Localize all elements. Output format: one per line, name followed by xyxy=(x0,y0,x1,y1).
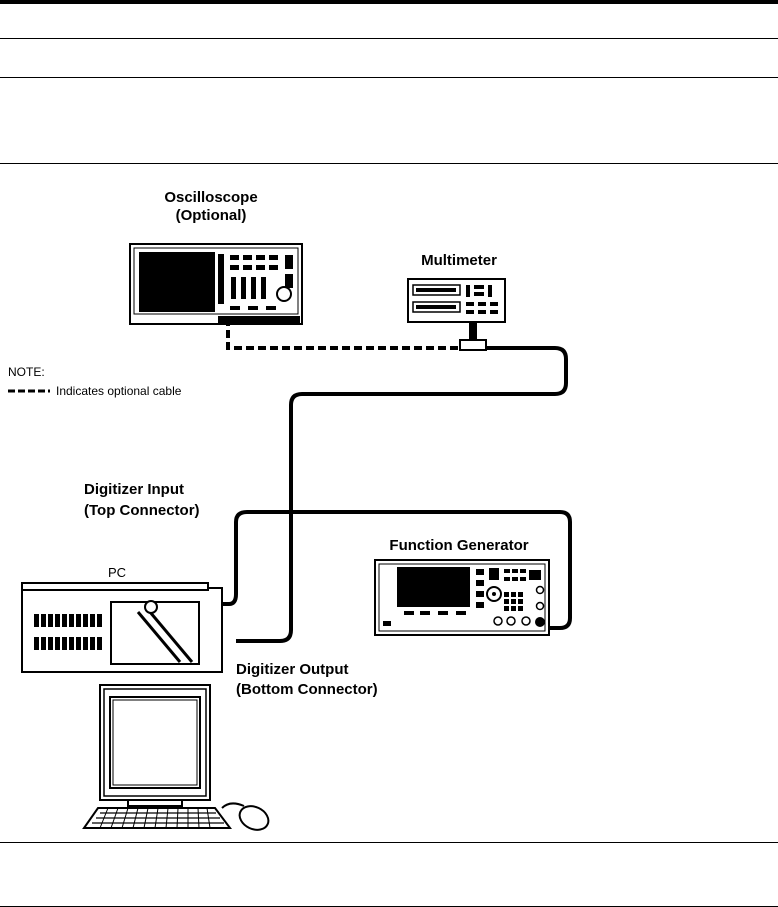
function-generator-title: Function Generator xyxy=(389,537,528,554)
digitizer-output-line1: Digitizer Output xyxy=(236,661,349,678)
multimeter-title: Multimeter xyxy=(421,252,497,269)
output-cable xyxy=(236,346,568,643)
oscilloscope-knob xyxy=(276,286,292,302)
mouse xyxy=(238,805,270,831)
note-legend-text: Indicates optional cable xyxy=(56,384,182,398)
rule-3 xyxy=(0,163,778,164)
input-cable xyxy=(222,510,572,630)
note-title: NOTE: xyxy=(8,365,45,379)
oscilloscope-screen xyxy=(139,252,215,312)
monitor xyxy=(99,684,211,807)
oscilloscope-title: Oscilloscope xyxy=(164,189,257,206)
keyboard xyxy=(82,802,270,831)
oscilloscope xyxy=(129,243,303,325)
digitizer-output-line2: (Bottom Connector) xyxy=(236,681,378,698)
multimeter xyxy=(407,278,506,323)
function-generator-display xyxy=(397,567,470,607)
bnc-tee-connector xyxy=(459,322,487,351)
pc-tower xyxy=(21,582,223,673)
digitizer-input-line2: (Top Connector) xyxy=(84,502,200,519)
function-generator xyxy=(374,559,550,636)
optional-cable xyxy=(226,318,465,350)
oscilloscope-subtitle: (Optional) xyxy=(176,207,247,224)
rule-4 xyxy=(0,842,778,843)
top-rule xyxy=(0,0,778,4)
mouse-cord xyxy=(221,802,245,809)
digitizer-input-line1: Digitizer Input xyxy=(84,481,184,498)
rule-2 xyxy=(0,77,778,78)
rule-1 xyxy=(0,38,778,39)
pc-label: PC xyxy=(108,565,126,580)
